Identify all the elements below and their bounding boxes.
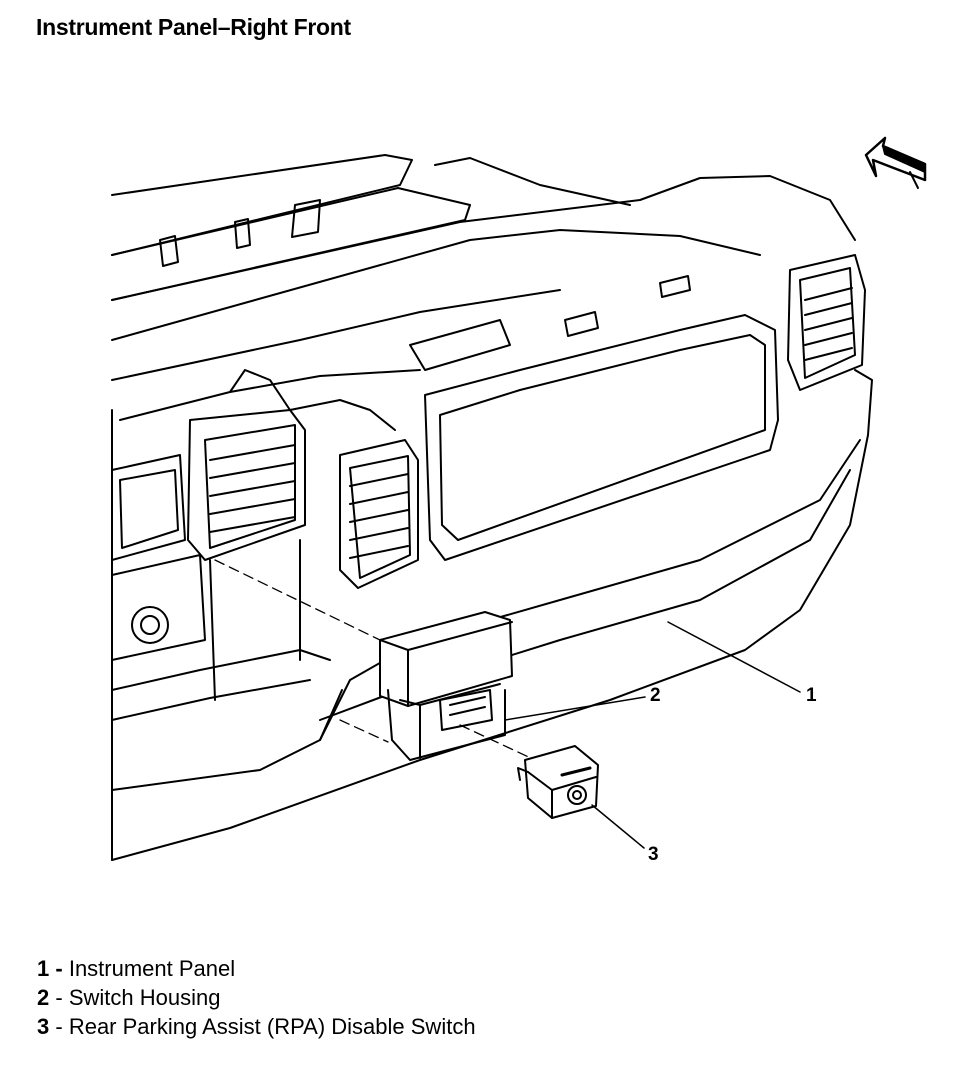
instrument-panel	[111, 154, 873, 861]
switch-housing	[379, 611, 513, 761]
legend-separator: -	[55, 956, 63, 981]
legend-item: 1 - Instrument Panel	[37, 954, 476, 983]
front-arrow-icon	[864, 136, 927, 189]
legend-separator: -	[55, 1014, 63, 1039]
legend-number: 3	[37, 1014, 50, 1039]
callout-3-number: 3	[648, 844, 659, 865]
rpa-disable-switch	[517, 745, 599, 819]
legend-item: 2 - Switch Housing	[37, 983, 476, 1012]
page-title: Instrument Panel–Right Front	[36, 14, 351, 40]
callout-1-number: 1	[806, 685, 817, 706]
legend-label: Rear Parking Assist (RPA) Disable Switch	[68, 1014, 476, 1039]
callout-2-number: 2	[650, 685, 661, 706]
legend-label: Instrument Panel	[68, 956, 236, 981]
legend-separator: -	[55, 985, 63, 1010]
legend-item: 3 - Rear Parking Assist (RPA) Disable Sw…	[37, 1012, 476, 1041]
legend-number: 2	[37, 985, 50, 1010]
legend-label: Switch Housing	[68, 985, 221, 1010]
legend: 1 - Instrument Panel 2 - Switch Housing …	[37, 954, 476, 1041]
legend-number: 1	[37, 956, 50, 981]
